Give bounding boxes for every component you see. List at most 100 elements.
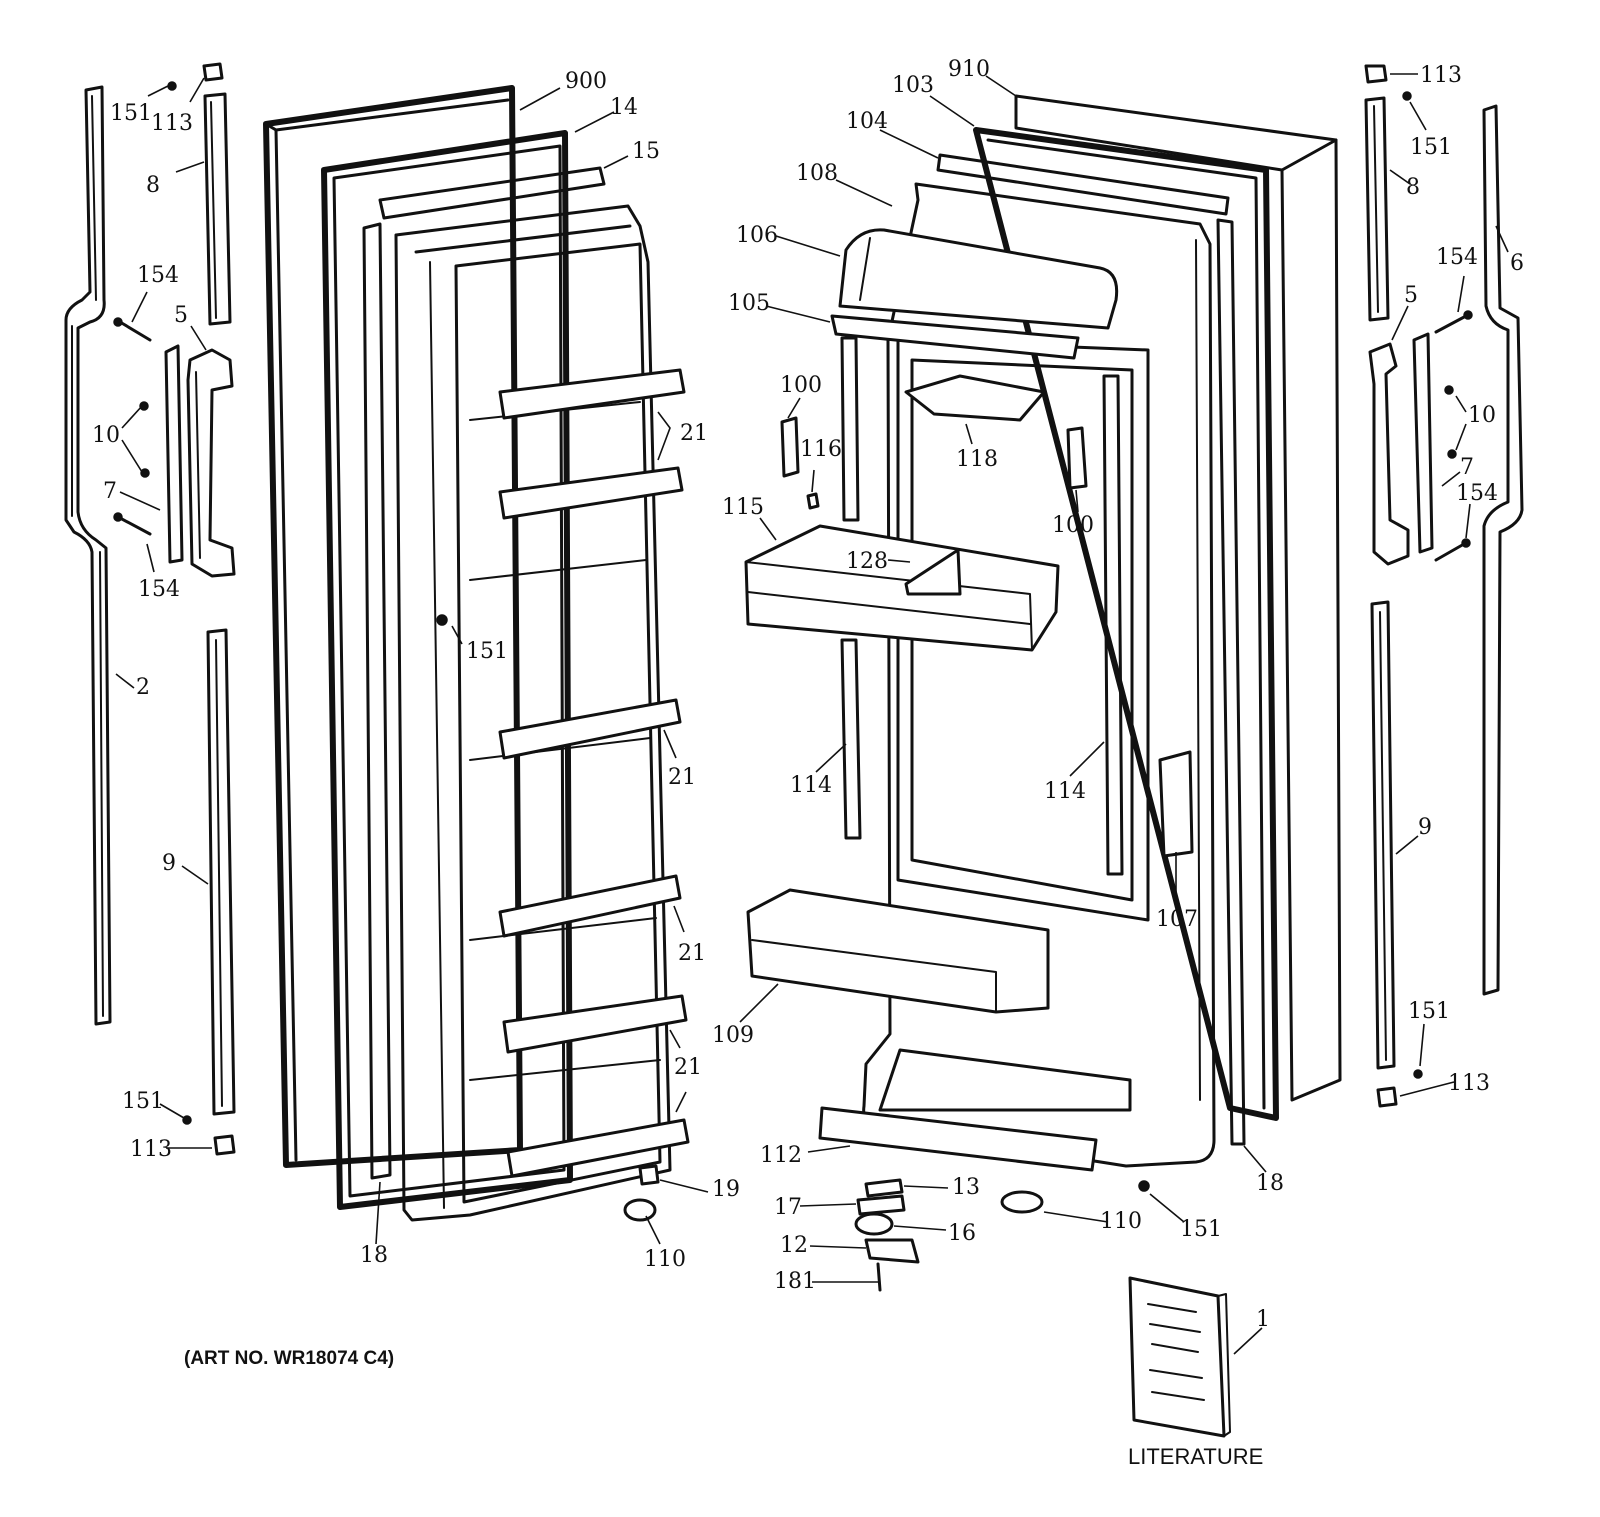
freezer-door-cam-110: [623, 1198, 657, 1222]
freezer-door-outer-panel-900: [263, 85, 523, 1168]
callout-151: 151: [1180, 1217, 1222, 1242]
callout-labels: 151 113 8 154 5 10 7 154 2 9 151 113 900…: [92, 57, 1524, 1332]
literature-label: LITERATURE: [1128, 1444, 1263, 1469]
fresh-food-door-gasket-103: [973, 127, 1279, 1121]
callout-10: 10: [1468, 403, 1496, 428]
callout-14: 14: [610, 95, 638, 120]
freezer-door-screw-151: [436, 614, 448, 626]
left-door-handle-5: [186, 348, 236, 578]
fresh-food-door-outer-panel-910: [1014, 94, 1342, 1102]
callout-103: 103: [892, 73, 934, 98]
callout-106: 106: [736, 223, 778, 248]
right-bottom-rail-9: [1370, 600, 1396, 1070]
callout-115: 115: [722, 495, 764, 520]
callout-18: 18: [360, 1243, 388, 1268]
right-trim-strip-7: [1412, 332, 1434, 554]
dairy-compartment-106: [838, 228, 1119, 330]
freezer-door-vertical-strip-18: [362, 222, 392, 1180]
callout-151: 151: [466, 639, 508, 664]
callout-113: 113: [1448, 1071, 1490, 1096]
left-trim-strip-7: [164, 344, 184, 564]
callout-104: 104: [846, 109, 888, 134]
callout-7: 7: [103, 479, 117, 504]
callout-9: 9: [162, 851, 176, 876]
fresh-food-door-vertical-strip-18: [1216, 218, 1246, 1146]
callout-128: 128: [846, 549, 888, 574]
callout-109: 109: [712, 1023, 754, 1048]
callout-116: 116: [800, 437, 842, 462]
callout-154: 154: [138, 577, 180, 602]
right-door-gasket-strip-6: [1482, 104, 1524, 996]
fresh-food-door-liner-108: [862, 182, 1216, 1168]
callout-112: 112: [760, 1143, 802, 1168]
bottom-bin-109: [746, 888, 1050, 1014]
callout-8: 8: [146, 173, 160, 198]
callout-15: 15: [632, 139, 660, 164]
left-bottom-rail-9: [206, 628, 236, 1116]
callout-10: 10: [92, 423, 120, 448]
callout-110: 110: [1100, 1209, 1142, 1234]
callout-113: 113: [151, 111, 193, 136]
freezer-door-shelves-21: [498, 368, 690, 1178]
right-bottom-cap-113: [1376, 1069, 1423, 1108]
callout-910: 910: [948, 57, 990, 82]
right-top-cap-113: [1364, 64, 1412, 101]
freezer-door-stop-19: [638, 1164, 660, 1186]
left-screw-151-top: [167, 81, 177, 91]
callout-9: 9: [1418, 815, 1432, 840]
callout-154: 154: [1456, 481, 1498, 506]
callout-2: 2: [136, 675, 150, 700]
bin-divider-128: [904, 548, 962, 596]
left-screws-154-10: [113, 317, 152, 536]
callout-100: 100: [780, 373, 822, 398]
callout-12: 12: [780, 1233, 808, 1258]
callout-21: 21: [680, 421, 708, 446]
callout-151: 151: [110, 101, 152, 126]
clip-116: [806, 492, 820, 510]
callout-5: 5: [1404, 283, 1418, 308]
callout-110: 110: [644, 1247, 686, 1272]
left-top-rail-8: [203, 92, 232, 326]
left-door-gasket-strip-2: [64, 85, 112, 1026]
callout-105: 105: [728, 291, 770, 316]
callout-17: 17: [774, 1195, 802, 1220]
bottom-trim-112: [818, 1106, 1098, 1172]
callout-118: 118: [956, 447, 998, 472]
right-door-handle-5: [1368, 342, 1410, 566]
callout-181: 181: [774, 1269, 816, 1294]
door-bin-115: [744, 524, 1060, 652]
hinge-parts: [854, 1178, 1150, 1292]
callout-18: 18: [1256, 1171, 1284, 1196]
callout-21: 21: [678, 941, 706, 966]
callout-1: 1: [1256, 1307, 1270, 1332]
callout-154: 154: [1436, 245, 1478, 270]
leader-lines: [115, 73, 1509, 1355]
callout-13: 13: [952, 1175, 980, 1200]
callout-151: 151: [1408, 999, 1450, 1024]
freezer-door-breaker-strip-15: [378, 166, 606, 220]
callout-8: 8: [1406, 175, 1420, 200]
callout-151: 151: [1410, 135, 1452, 160]
shelf-rails-114: [840, 336, 1124, 876]
shelf-support-100-left: [780, 416, 800, 478]
callout-19: 19: [712, 1177, 740, 1202]
callout-21: 21: [674, 1055, 702, 1080]
right-top-rail-8: [1364, 96, 1390, 322]
dairy-shelf-105: [830, 314, 1080, 360]
fresh-food-door-breaker-strip-104: [936, 153, 1230, 216]
callout-113: 113: [130, 1137, 172, 1162]
left-top-cap-113: [202, 62, 224, 82]
callout-100: 100: [1052, 513, 1094, 538]
callout-16: 16: [948, 1221, 976, 1246]
bracket-107: [1158, 750, 1194, 858]
callout-114: 114: [790, 773, 832, 798]
callout-151: 151: [122, 1089, 164, 1114]
callout-7: 7: [1460, 455, 1474, 480]
literature-booklet: [1128, 1276, 1231, 1438]
callout-154: 154: [137, 263, 179, 288]
callout-108: 108: [796, 161, 838, 186]
callout-900: 900: [565, 69, 607, 94]
right-screws-154-10: [1434, 310, 1473, 562]
callout-107: 107: [1156, 907, 1198, 932]
